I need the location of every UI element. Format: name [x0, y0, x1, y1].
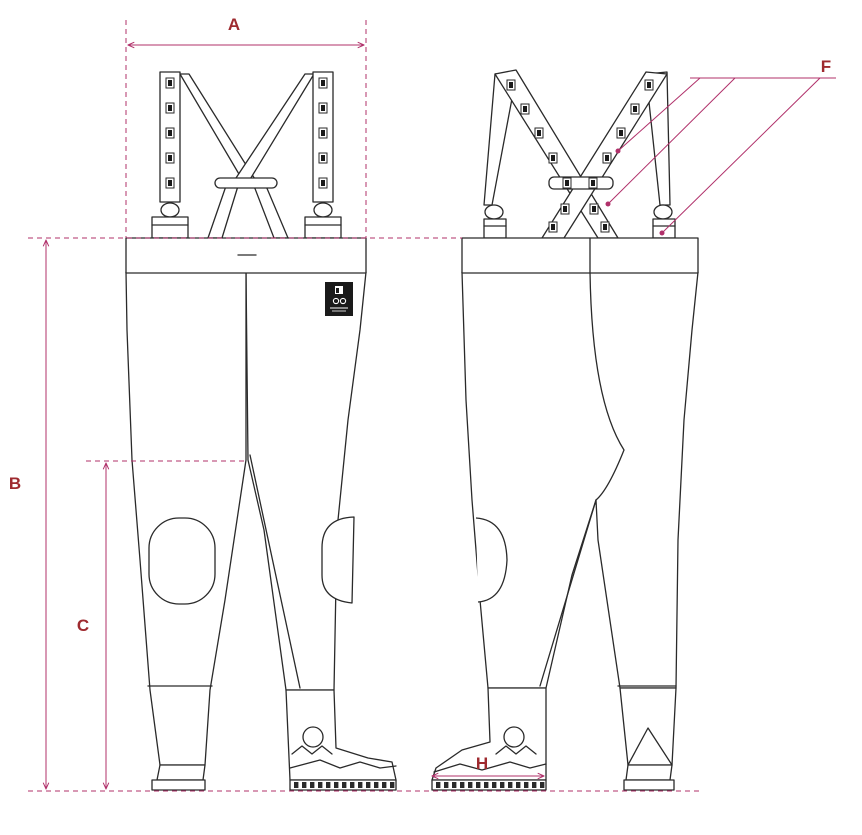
back-strap-right-outer: [645, 71, 671, 206]
buckle-icon: [616, 127, 626, 139]
buckle-icon: [562, 177, 572, 189]
boot-tread: [508, 782, 513, 788]
boot-tread: [326, 782, 331, 788]
buckle-icon: [165, 102, 175, 114]
buckle-icon: [630, 103, 640, 115]
front-buckle-right: [304, 202, 342, 239]
dim-f-point-3: [659, 230, 665, 236]
buckle-icon: [506, 79, 516, 91]
back-buckle-right: [652, 204, 676, 239]
boot-tread: [460, 782, 465, 788]
label-b: B: [9, 474, 21, 493]
boot-tread: [294, 782, 299, 788]
buckle-icon: [165, 127, 175, 139]
boot-tread: [516, 782, 521, 788]
boot-tread: [334, 782, 339, 788]
label-c: C: [77, 616, 89, 635]
boot-tread: [452, 782, 457, 788]
brand-logo-icon: [325, 282, 353, 316]
label-h: H: [476, 754, 488, 773]
boot-tread: [302, 782, 307, 788]
front-leg-seam: [249, 454, 301, 689]
front-straps: [151, 71, 342, 239]
front-buckle-left: [151, 202, 189, 239]
back-buckle-left: [483, 204, 507, 239]
buckle-icon: [588, 177, 598, 189]
dimension-lines: A B C F H: [9, 15, 836, 792]
boot-tread: [366, 782, 371, 788]
front-left-boot: [151, 764, 206, 791]
dim-f-point-2: [605, 201, 611, 207]
back-inner-seam: [539, 499, 597, 687]
front-view: [125, 71, 397, 791]
front-strap-cross-ring: [214, 177, 278, 189]
dim-f-point-1: [615, 148, 621, 154]
boot-tread: [476, 782, 481, 788]
boot-tread: [310, 782, 315, 788]
boot-tread: [532, 782, 537, 788]
dim-f-leader-1: [617, 77, 701, 152]
buckle-icon: [644, 79, 654, 91]
label-f: F: [821, 57, 831, 76]
boot-tread: [318, 782, 323, 788]
front-right-knee-pad: [321, 516, 355, 604]
boot-tread: [358, 782, 363, 788]
boot-tread: [484, 782, 489, 788]
buckle-icon: [602, 152, 612, 164]
buckle-icon: [318, 152, 328, 164]
boot-tread: [524, 782, 529, 788]
back-view: [431, 69, 699, 791]
buckle-icon: [589, 203, 599, 215]
boot-tread: [342, 782, 347, 788]
back-body: [461, 271, 699, 689]
buckle-icon: [560, 203, 570, 215]
buckle-icon: [548, 221, 558, 233]
boot-tread: [382, 782, 387, 788]
dim-f-leader-2: [607, 77, 736, 205]
boot-tread: [492, 782, 497, 788]
label-a: A: [228, 15, 240, 34]
buckle-icon: [548, 152, 558, 164]
buckle-icon: [520, 103, 530, 115]
dim-f-leader-3: [661, 77, 821, 234]
buckle-icon: [165, 77, 175, 89]
boot-tread: [436, 782, 441, 788]
buckle-icon: [534, 127, 544, 139]
boot-tread: [374, 782, 379, 788]
back-straps: [483, 69, 676, 239]
boot-tread: [350, 782, 355, 788]
boot-ankle-circle: [302, 726, 324, 748]
boot-tread: [468, 782, 473, 788]
buckle-icon: [318, 102, 328, 114]
buckle-icon: [318, 77, 328, 89]
boot-tread: [540, 782, 545, 788]
buckle-icon: [165, 152, 175, 164]
front-strap-lower-left: [207, 185, 239, 239]
buckle-icon: [600, 221, 610, 233]
buckle-icon: [318, 177, 328, 189]
boot-tread: [444, 782, 449, 788]
front-right-boot: [285, 689, 397, 791]
boot-tread: [390, 782, 395, 788]
back-waist-band: [461, 237, 699, 274]
front-right-leg: [245, 271, 367, 691]
front-left-knee-pad: [148, 517, 216, 605]
back-right-boot: [619, 687, 677, 791]
boot-tread: [500, 782, 505, 788]
back-knee-pad: [475, 517, 508, 603]
buckle-icon: [318, 127, 328, 139]
boot-ankle-circle: [503, 726, 525, 748]
back-seat-seam: [589, 271, 625, 501]
back-left-boot: [431, 687, 547, 791]
front-strap-right-diagonal: [231, 73, 315, 187]
buckle-icon: [165, 177, 175, 189]
back-strap-cross-ring: [548, 176, 614, 190]
front-strap-lower-right: [253, 185, 289, 239]
